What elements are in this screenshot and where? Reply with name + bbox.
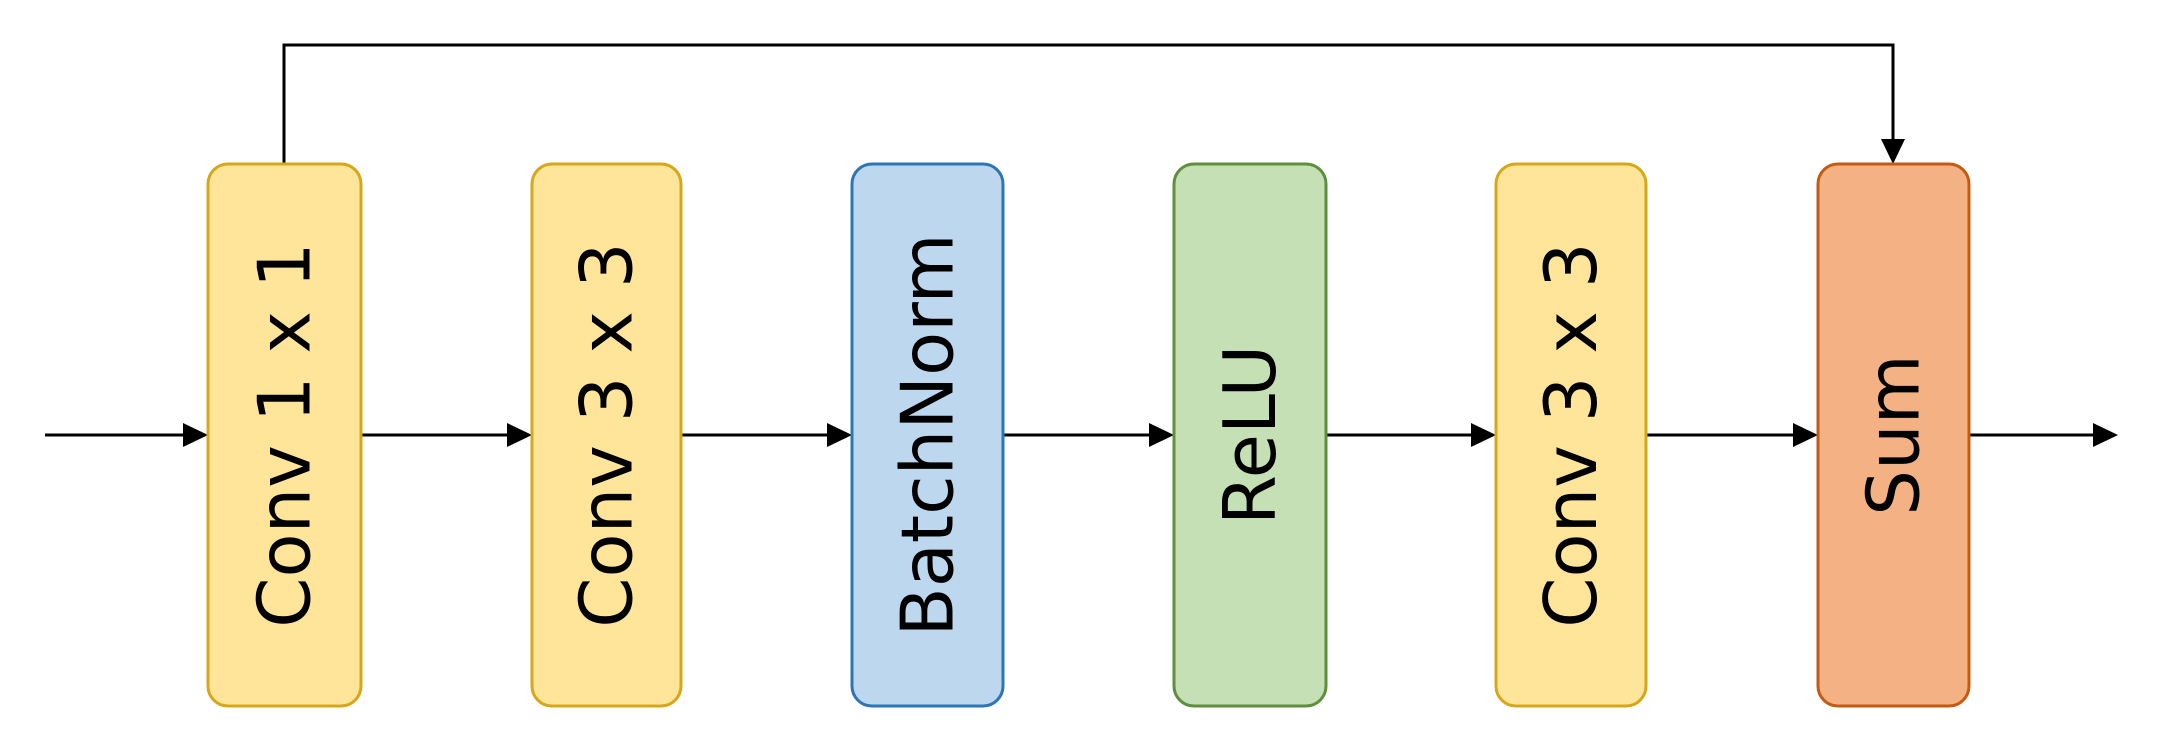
block-conv3x3-a-box [530, 162, 683, 708]
block-sum-label: Sum [1852, 354, 1936, 515]
skip-connection [282, 43, 1895, 165]
arrowhead-conv3x3a [507, 423, 532, 447]
block-batchnorm-box [850, 162, 1005, 708]
block-batchnorm-label: BatchNorm [886, 233, 970, 636]
input-arrowhead [183, 423, 208, 447]
arrowhead-conv3x3b [1471, 423, 1496, 447]
arrowhead-batchnorm [827, 423, 852, 447]
block-batchnorm: BatchNorm [850, 162, 1005, 708]
block-sum-box [1816, 162, 1971, 708]
block-relu-box [1172, 162, 1328, 708]
block-relu-label: ReLU [1208, 345, 1292, 525]
block-sum: Sum [1816, 162, 1971, 708]
block-conv3x3-a: Conv 3 x 3 [530, 162, 683, 708]
output-arrowhead [2093, 423, 2118, 447]
block-conv1x1-label: Conv 1 x 1 [243, 242, 327, 627]
block-conv1x1-box [206, 162, 363, 708]
block-conv3x3-b-label: Conv 3 x 3 [1529, 242, 1613, 627]
block-conv3x3-b: Conv 3 x 3 [1494, 162, 1648, 708]
blocks: Conv 1 x 1 Conv 3 x 3 BatchNorm ReLU Con… [206, 162, 1971, 708]
block-relu: ReLU [1172, 162, 1328, 708]
arrowhead-relu [1149, 423, 1174, 447]
block-conv3x3-b-box [1494, 162, 1648, 708]
connectors [45, 43, 2118, 447]
block-conv3x3-a-label: Conv 3 x 3 [565, 242, 649, 627]
skip-connection-arrowhead [1881, 139, 1905, 164]
block-conv1x1: Conv 1 x 1 [206, 162, 363, 708]
arrowhead-sum [1793, 423, 1818, 447]
